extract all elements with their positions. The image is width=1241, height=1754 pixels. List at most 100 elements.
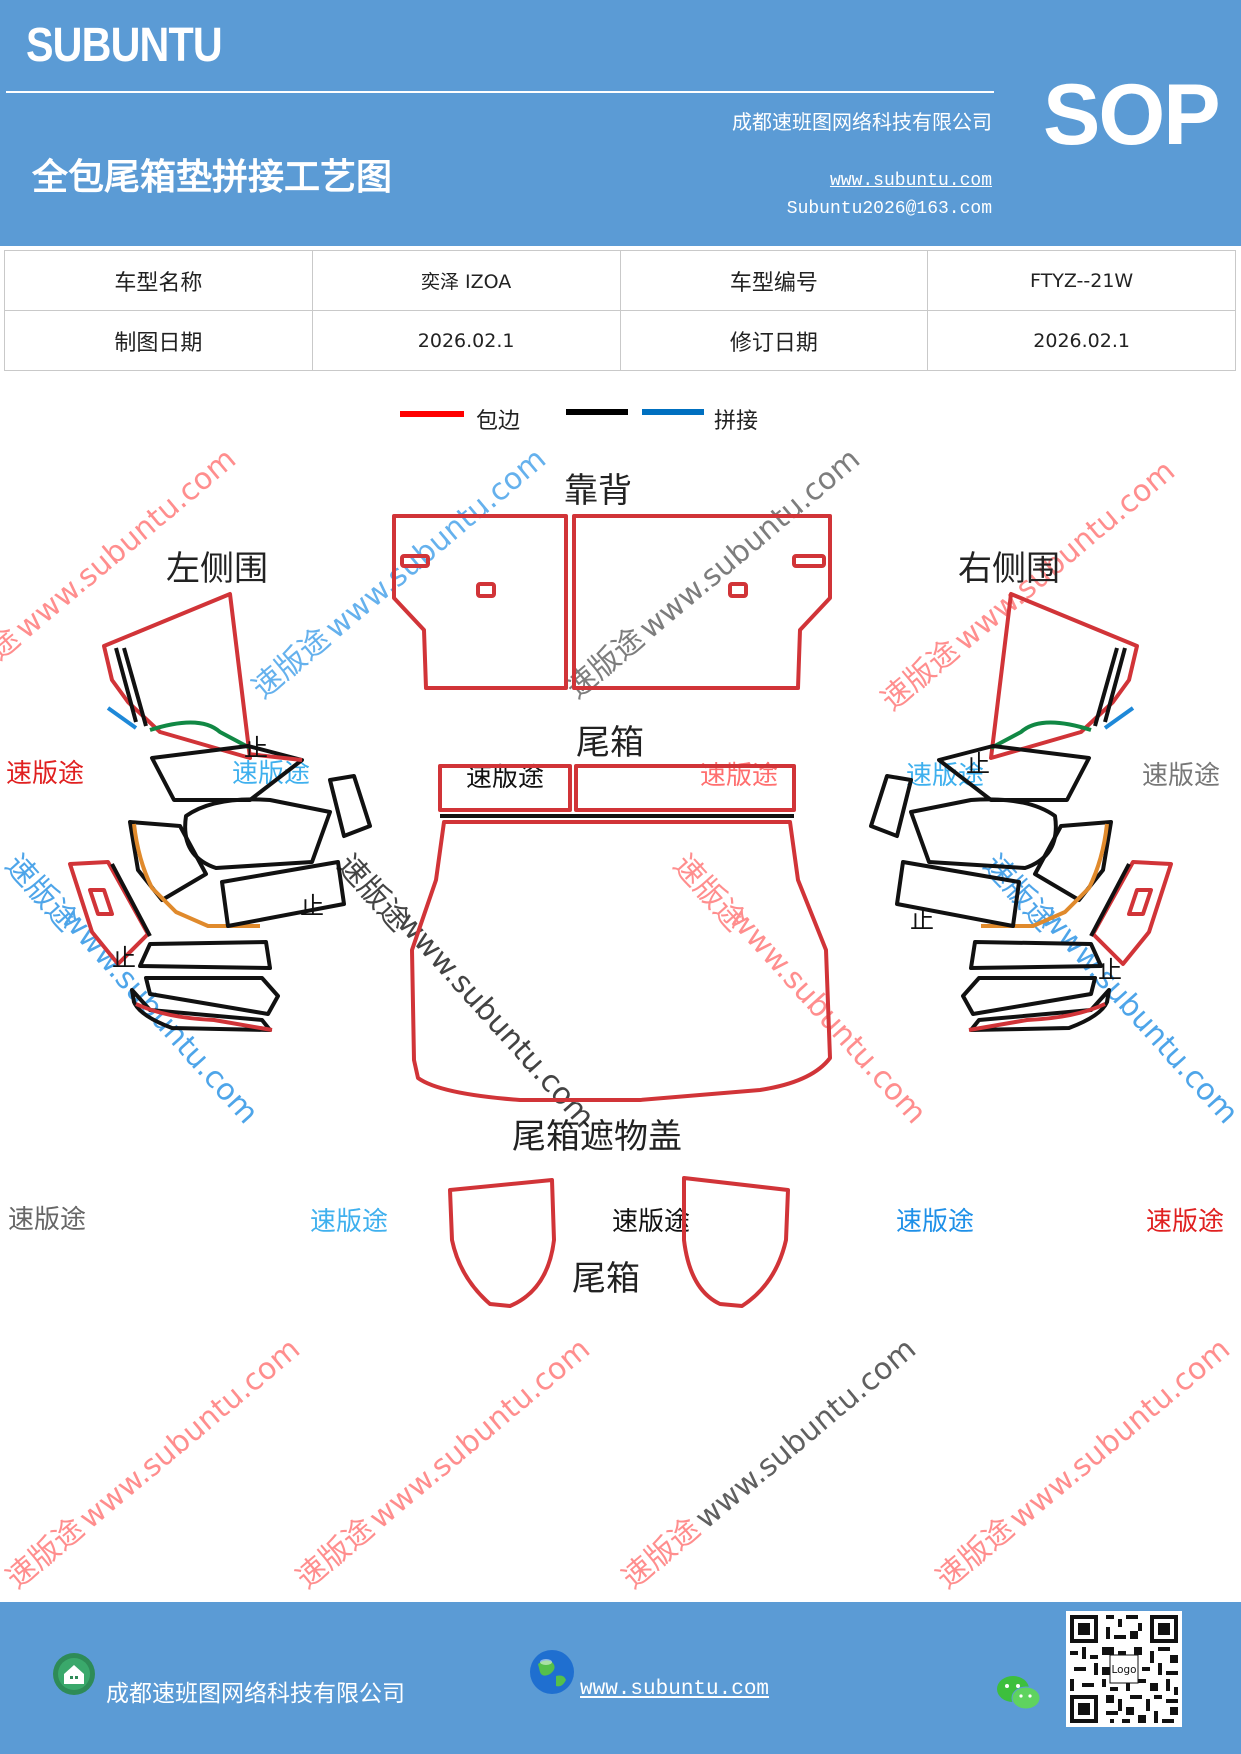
backrest-right-panel [572,514,832,690]
qr-code[interactable]: Logo [1066,1611,1182,1727]
document-title: 全包尾箱垫拼接工艺图 [32,157,393,198]
watermark: 速版途 [875,633,966,718]
right-orange-seam [981,823,1109,928]
left-orange-seam [132,823,260,928]
cover-pieces [448,1176,790,1308]
footer-company: 成都速班图网络科技有限公司 [106,1681,405,1707]
header-company: 成都速班图网络科技有限公司 [732,110,992,134]
label-right-side: 右侧围 [958,549,1060,589]
stop-marker: 止 [1098,956,1122,984]
brand-stamp: 速版途 [896,1207,974,1237]
backrest-slot [728,582,748,598]
table-cell: 车型名称 [4,250,313,311]
stop-marker: 止 [112,944,136,972]
watermark: www.subuntu.com [73,1332,307,1537]
right-slot [1127,888,1153,916]
watermark: 速版途 [290,1511,381,1596]
header-email[interactable]: Subuntu2026@163.com [786,199,992,219]
left-wing-panel [328,774,372,838]
legend-label-splice: 拼接 [714,409,758,434]
label-backrest: 靠背 [564,471,632,511]
left-corner-panel [68,860,150,966]
brand-stamp: 速版途 [6,759,84,789]
mat-diagram: www.subuntu.com 速版途 www.subuntu.com 速版途 … [0,409,1241,1596]
trunk-floor-panel [410,820,832,1102]
brand-stamp: 速版途 [612,1207,690,1237]
header-website-link[interactable]: www.subuntu.com [829,171,992,191]
left-seam [114,647,138,723]
trunk-top-strip-right [574,764,796,812]
table-cell: 2026.02.1 [311,310,621,371]
watermark: www.subuntu.com [689,1332,923,1537]
right-mid-panel [937,744,1091,802]
left-strip [144,976,280,1016]
right-strip [969,988,1111,1032]
table-cell: 2026.02.1 [927,310,1236,371]
label-cover: 尾箱遮物盖 [512,1117,682,1157]
table-cell: 车型编号 [619,250,929,311]
vehicle-info-table: 车型名称 奕泽 IZOA 车型编号 FTYZ--21W 制图日期 2026.02… [4,250,1236,371]
table-cell: 制图日期 [4,310,313,371]
watermark: 速版途 [246,621,337,706]
left-green-seam [149,720,251,750]
backrest-slot [792,554,826,568]
brand-stamp: 速版途 [310,1207,388,1237]
right-center-panel [909,797,1058,870]
left-splice [106,706,138,730]
watermark: www.subuntu.com [363,1332,597,1537]
sop-mark: SOP [1043,67,1221,163]
right-splice [1103,706,1135,730]
watermark: 速版途 [0,848,84,938]
left-mid-panel [150,744,304,802]
left-slot [88,888,114,916]
brand-stamp: 速版途 [8,1205,86,1235]
footer-band: 成都速班图网络科技有限公司 www.subuntu.com [0,1602,1241,1754]
right-seam [1089,863,1131,937]
left-strip-panel [220,860,346,928]
label-trunk: 尾箱 [576,723,644,763]
right-strip [961,976,1097,1016]
right-side-panels [869,592,1173,1032]
watermark: 速版途 [0,1511,91,1596]
table-cell: FTYZ--21W [927,250,1236,311]
left-upper-panel [102,592,252,760]
left-seam [110,863,152,937]
trunk-panels [410,764,832,1102]
brand-stamp-layer: 速版途 速版途 速版途 速版途 速版途 速版途 速版途 速版途 速版途 速版途 … [6,759,1224,1237]
right-edge [968,1002,1106,1032]
label-left-side: 左侧围 [166,549,268,589]
brand-stamp: 速版途 [1146,1207,1224,1237]
footer-website-link[interactable]: www.subuntu.com [580,1678,770,1701]
watermark: 速版途 [666,848,752,938]
watermark: www.subuntu.com [319,442,553,647]
section-labels: 靠背 左侧围 右侧围 尾箱 尾箱遮物盖 尾箱 [166,471,1060,1299]
cover-piece-right [682,1176,790,1308]
legend: 包边 拼接 [400,409,758,434]
stop-marker: 止 [910,906,934,934]
label-trunk-lower: 尾箱 [572,1259,640,1299]
backrest-left-panel [392,514,568,690]
right-green-seam [990,720,1092,750]
svg-text:Logo: Logo [1112,1664,1137,1676]
watermark: 速版途 [616,1511,707,1596]
right-strip-panel [895,860,1021,928]
stop-marker: 止 [300,892,324,920]
brand-logo: SUBUNTU [26,19,223,72]
brand-stamp: 速版途 [1142,761,1220,791]
left-lower-panel [128,820,208,902]
table-row: 制图日期 2026.02.1 修订日期 2026.02.1 [4,310,1236,371]
right-upper-panel [989,592,1139,760]
right-wing-panel [869,774,913,838]
stop-marker: 止 [244,734,268,762]
header-divider [6,91,994,93]
header-band: SUBUNTU 成都速班图网络科技有限公司 全包尾箱垫拼接工艺图 www.sub… [0,0,1241,246]
watermark: 速版途 [930,1511,1021,1596]
backrest-panels [392,514,832,690]
right-lower-panel [1033,820,1113,902]
left-edge [135,1002,273,1032]
cover-piece-left [448,1178,556,1308]
globe-icon [530,1650,574,1694]
right-corner-panel [1091,860,1173,966]
table-cell: 奕泽 IZOA [311,250,621,311]
left-center-panel [183,797,332,870]
